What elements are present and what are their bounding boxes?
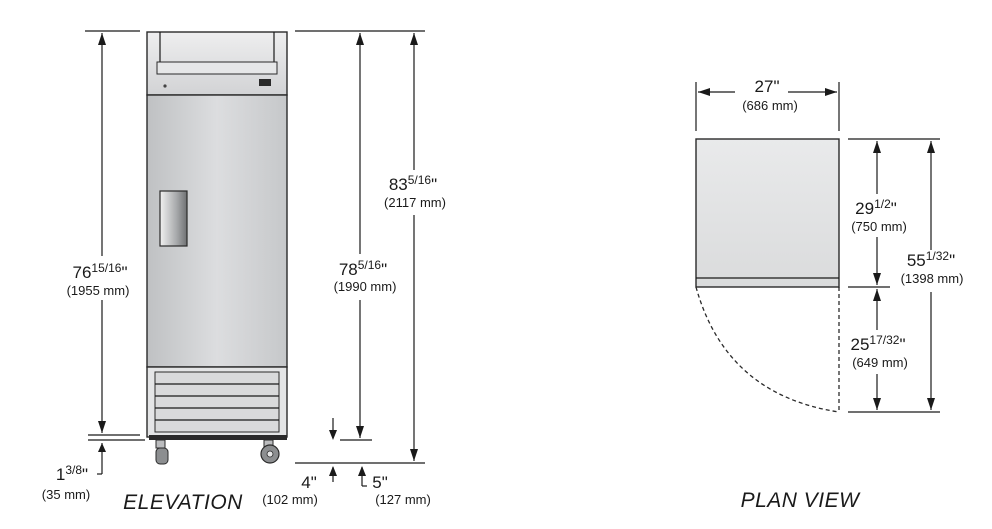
dim-caster-gap [88, 439, 145, 475]
left-caster [155, 439, 169, 465]
refrigerator-elevation [146, 31, 288, 465]
label-caster-gap: 13/8" [56, 463, 88, 484]
label-plan-total-depth-mm: (1398 mm) [901, 271, 964, 286]
caption-elevation: ELEVATION [123, 491, 243, 514]
label-plan-width: 27" [755, 77, 780, 96]
dim-cabinet-height [85, 30, 140, 436]
dim-plan-depth [848, 138, 890, 288]
right-caster [260, 439, 280, 464]
label-overall-height: 835/16" [389, 173, 437, 194]
dim-door-swing [848, 289, 890, 413]
label-caster-5-mm: (127 mm) [375, 492, 431, 507]
plan-cabinet [695, 138, 840, 288]
dim-plan-total-depth [890, 138, 940, 413]
door-swing-arc [695, 286, 840, 413]
dim-overall-height [295, 30, 425, 464]
label-cabinet-height: 7615/16" [73, 261, 128, 282]
label-door-open-height-mm: (1990 mm) [334, 279, 397, 294]
caption-plan-view: PLAN VIEW [741, 489, 862, 512]
dim-caster-5 [358, 466, 367, 487]
label-cabinet-height-mm: (1955 mm) [67, 283, 130, 298]
label-plan-depth: 291/2" [855, 197, 897, 218]
label-overall-height-mm: (2117 mm) [384, 195, 446, 210]
label-door-swing-mm: (649 mm) [852, 355, 908, 370]
dim-caster-4 [329, 418, 337, 482]
dim-door-open-height [295, 30, 372, 441]
dim-plan-width [695, 82, 840, 131]
label-caster-5: 5" [372, 473, 388, 492]
label-caster-gap-mm: (35 mm) [42, 487, 90, 502]
refrigerator-plan [695, 138, 840, 413]
control-display [259, 79, 271, 86]
label-plan-width-mm: (686 mm) [742, 98, 798, 113]
thermometer-dot [163, 84, 167, 88]
label-plan-total-depth: 551/32" [907, 249, 955, 270]
door-handle [159, 190, 188, 247]
label-door-swing: 2517/32" [851, 333, 906, 354]
label-caster-4-mm: (102 mm) [262, 492, 318, 507]
label-plan-depth-mm: (750 mm) [851, 219, 907, 234]
label-door-open-height: 785/16" [339, 258, 387, 279]
label-caster-4: 4" [301, 473, 317, 492]
